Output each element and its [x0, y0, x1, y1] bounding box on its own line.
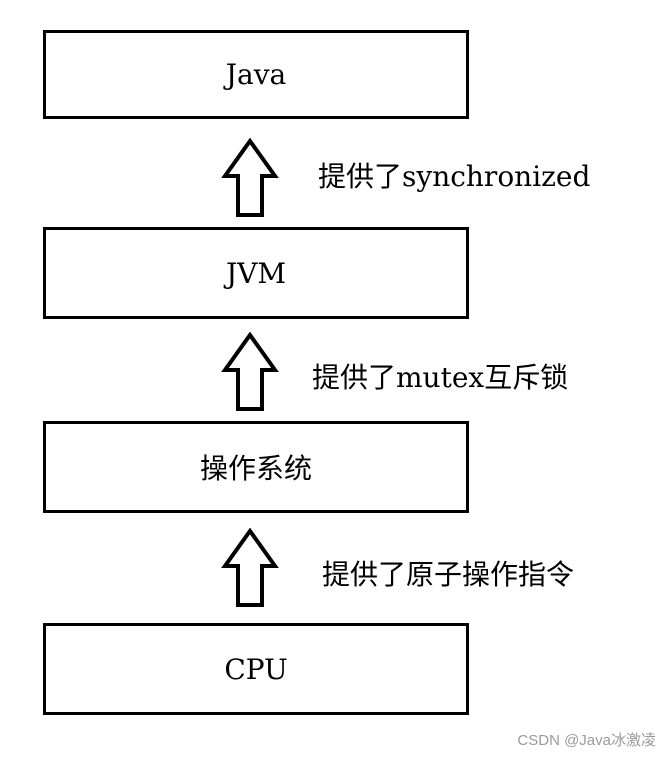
layer-jvm-label: JVM [225, 256, 287, 290]
layer-cpu: CPU [43, 623, 469, 715]
watermark: CSDN @Java冰激凌 [517, 732, 656, 749]
edge-label-synchronized: 提供了synchronized [318, 160, 591, 193]
layer-os: 操作系统 [43, 421, 469, 513]
arrow-up-icon [221, 332, 279, 411]
arrow-up-icon [221, 138, 279, 217]
layer-java: Java [43, 30, 469, 119]
arrow-up-icon [221, 528, 279, 607]
layer-java-label: Java [225, 58, 287, 91]
layer-cpu-label: CPU [224, 652, 288, 686]
layer-jvm: JVM [43, 227, 469, 319]
edge-label-atomic: 提供了原子操作指令 [322, 558, 575, 591]
layer-os-label: 操作系统 [199, 452, 312, 485]
edge-label-mutex: 提供了mutex互斥锁 [312, 361, 569, 394]
